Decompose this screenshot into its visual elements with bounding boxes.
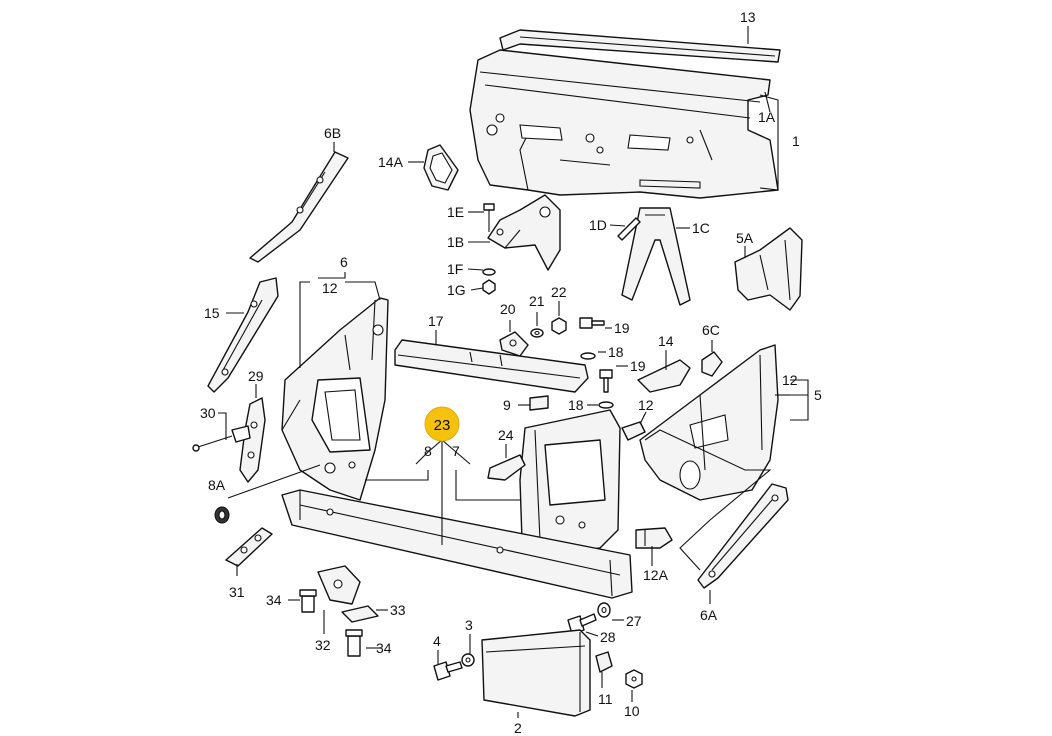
part-6a-strut (697, 483, 789, 589)
label-1d: 1D (589, 217, 607, 233)
part-17-upper-crossmember (394, 339, 589, 393)
part-14a-grommet (423, 144, 459, 191)
label-34-upper: 34 (266, 592, 282, 608)
label-14: 14 (658, 333, 674, 349)
part-9-bracket (529, 395, 549, 411)
label-1: 1 (792, 133, 800, 149)
label-12-center: 12 (638, 397, 654, 413)
part-1b-bracket (487, 194, 561, 271)
label-18-upper: 18 (608, 344, 624, 360)
part-4-bolt (433, 661, 463, 681)
part-6c-bracket (701, 351, 723, 377)
label-19-upper: 19 (614, 320, 630, 336)
part-1g-nut (482, 279, 496, 295)
label-31: 31 (229, 584, 245, 600)
label-11: 11 (598, 691, 613, 707)
label-19-lower: 19 (630, 358, 646, 374)
label-22: 22 (551, 284, 567, 300)
label-32: 32 (315, 637, 331, 653)
part-1e-bolt (483, 203, 495, 232)
highlight-23-marker[interactable]: 23 (424, 406, 460, 442)
label-18-lower: 18 (568, 397, 584, 413)
label-17: 17 (428, 313, 444, 329)
leader-lines (218, 26, 809, 718)
label-7: 7 (452, 443, 460, 459)
label-24: 24 (498, 427, 514, 443)
part-1-bulkhead (469, 49, 779, 199)
part-34-bolt-lower (345, 629, 363, 657)
label-13: 13 (740, 9, 756, 25)
label-8a: 8A (208, 477, 226, 493)
label-29: 29 (248, 368, 264, 384)
part-14-bracket (637, 359, 691, 393)
part-18-washer-lower (598, 401, 614, 409)
label-2: 2 (514, 720, 522, 736)
label-34-lower: 34 (376, 640, 392, 656)
label-6: 6 (340, 254, 348, 270)
label-1e: 1E (447, 204, 464, 220)
label-3: 3 (465, 617, 473, 633)
label-9: 9 (503, 397, 511, 413)
part-11-clip (595, 651, 613, 673)
part-6-left-side-member (281, 297, 389, 501)
label-6a: 6A (700, 607, 718, 623)
part-30-latch-cable (192, 425, 251, 452)
part-2-bumper-cover (481, 629, 591, 717)
label-5: 5 (814, 387, 822, 403)
part-19-bolt-lower (599, 369, 613, 393)
label-4: 4 (433, 633, 441, 649)
label-14a: 14A (378, 154, 404, 170)
label-12-right: 12 (782, 372, 798, 388)
label-28: 28 (600, 629, 616, 645)
part-33-plate (341, 605, 379, 623)
label-1f: 1F (447, 261, 463, 277)
part-3-washer (461, 653, 475, 667)
label-6b: 6B (324, 125, 341, 141)
part-15-strut (207, 277, 279, 393)
part-12-small-bracket (621, 421, 646, 441)
part-34-bolt-upper (299, 589, 317, 613)
part-19-bolt-upper (579, 317, 605, 329)
part-5-right-side-member (639, 344, 779, 501)
part-8a-grommet (214, 506, 230, 524)
label-12a: 12A (643, 567, 669, 583)
label-10: 10 (624, 703, 640, 719)
highlight-23-label: 23 (434, 417, 451, 434)
label-21: 21 (529, 293, 545, 309)
label-1b: 1B (447, 234, 464, 250)
part-27-washer (597, 602, 611, 618)
label-5a: 5A (736, 230, 754, 246)
part-20-bracket (499, 331, 529, 357)
part-32-mount (317, 565, 361, 605)
label-1g: 1G (447, 282, 466, 298)
part-31-bracket (225, 527, 273, 567)
part-1d-clip (617, 217, 641, 241)
label-15: 15 (204, 305, 220, 321)
part-24-bracket (487, 454, 526, 481)
part-18-washer-upper (580, 352, 596, 360)
part-1f-washer (482, 268, 496, 276)
label-1a: 1A (758, 109, 776, 125)
label-33: 33 (390, 602, 406, 618)
part-6b-strut (249, 151, 349, 263)
part-1c-brace (621, 207, 691, 306)
label-6c: 6C (702, 322, 720, 338)
label-27: 27 (626, 613, 642, 629)
part-7-right-lamp-carrier (519, 409, 621, 556)
part-10-nut (625, 669, 643, 689)
part-labels: 13 1A 1 6B 14A 1E 1B 1F 1G 1D 1C 5A 6 12… (200, 9, 822, 736)
label-20: 20 (500, 301, 516, 317)
part-5a-bracket (734, 227, 803, 311)
label-12-left: 12 (322, 280, 338, 296)
part-22-nut (551, 317, 567, 335)
part-bumper-carrier (281, 489, 633, 599)
part-12a-bracket (635, 527, 673, 549)
label-8: 8 (424, 443, 432, 459)
part-21-washer (530, 328, 544, 338)
label-1c: 1C (692, 220, 710, 236)
label-30: 30 (200, 405, 216, 421)
